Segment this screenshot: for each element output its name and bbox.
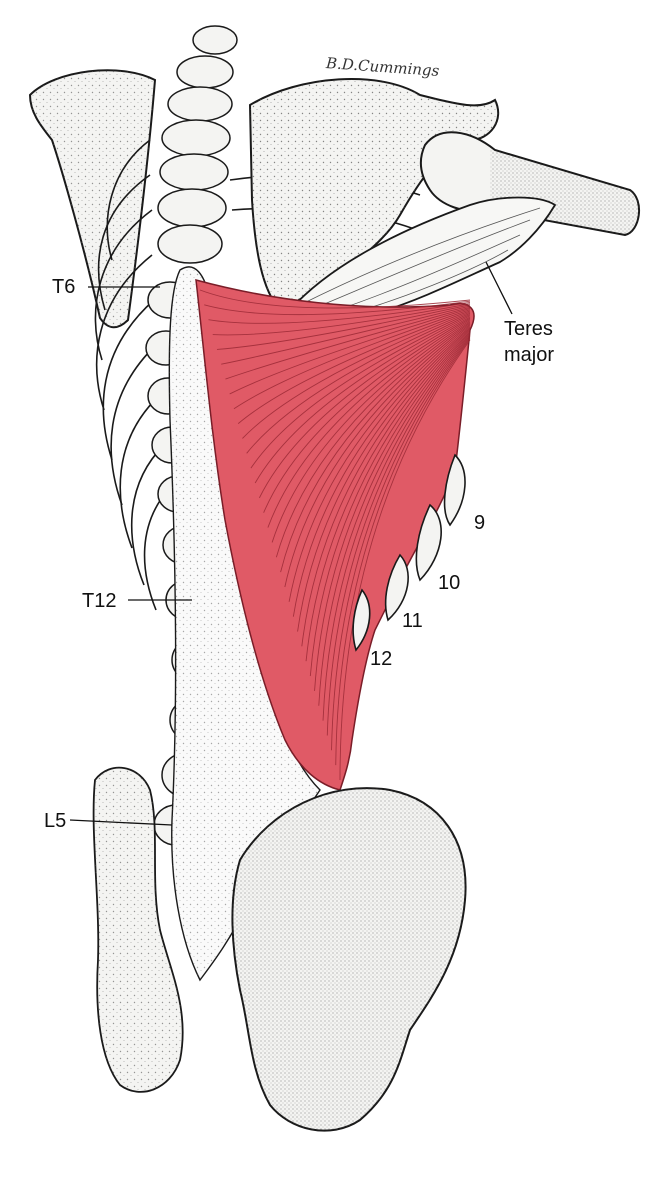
rib-tips: [352, 453, 466, 652]
label-teres-major-line2: major: [504, 344, 555, 366]
muscle-fiber: [339, 339, 471, 781]
muscle-fiber: [212, 303, 471, 336]
muscle-fiber: [267, 319, 471, 528]
muscle-fiber: [326, 336, 471, 736]
muscle-fiber: [297, 327, 471, 632]
muscle-fiber: [301, 328, 471, 647]
muscle-fiber: [292, 326, 471, 617]
label-t12: T12: [82, 590, 117, 612]
muscle-fiber: [271, 320, 471, 543]
muscle-fiber: [242, 311, 471, 439]
muscle-fiber: [246, 312, 471, 454]
leader-lines: [69, 261, 513, 826]
muscle-fiber: [258, 316, 471, 499]
muscle-fiber: [216, 304, 471, 350]
muscle-fiber: [318, 333, 471, 706]
label-t6: T6: [52, 276, 76, 298]
muscle-fiber: [250, 314, 471, 469]
muscle-fiber: [204, 300, 471, 316]
label-teres-major-line1: Teres: [504, 318, 553, 340]
label-rib-11: 11: [402, 610, 423, 632]
muscle-fiber: [280, 322, 471, 573]
muscle-fiber: [199, 289, 471, 309]
label-l5: L5: [44, 810, 67, 832]
muscle-fiber: [335, 338, 471, 766]
label-rib-10: 10: [438, 572, 461, 594]
muscle-fiber: [254, 315, 471, 484]
muscle-fiber: [305, 329, 471, 662]
muscle-fiber: [229, 308, 471, 395]
muscle-fibers: [199, 289, 471, 781]
muscle-fiber: [331, 337, 471, 751]
muscle-fiber: [237, 310, 471, 424]
teres-major-leader: [485, 261, 513, 315]
muscle-fiber: [284, 323, 471, 588]
muscle-fiber: [221, 305, 471, 365]
muscle-fiber: [263, 317, 471, 513]
l5-leader: [69, 819, 173, 826]
label-rib-9: 9: [474, 512, 486, 534]
muscle-fiber: [288, 325, 471, 602]
muscle-fiber: [314, 332, 471, 691]
muscle-fiber: [225, 306, 471, 380]
muscle-fiber: [322, 334, 471, 721]
muscle-fiber: [309, 331, 471, 677]
muscle-fiber: [275, 321, 471, 558]
muscle-fiber: [233, 309, 471, 410]
muscle-fiber: [208, 301, 471, 324]
label-rib-12: 12: [370, 648, 393, 670]
